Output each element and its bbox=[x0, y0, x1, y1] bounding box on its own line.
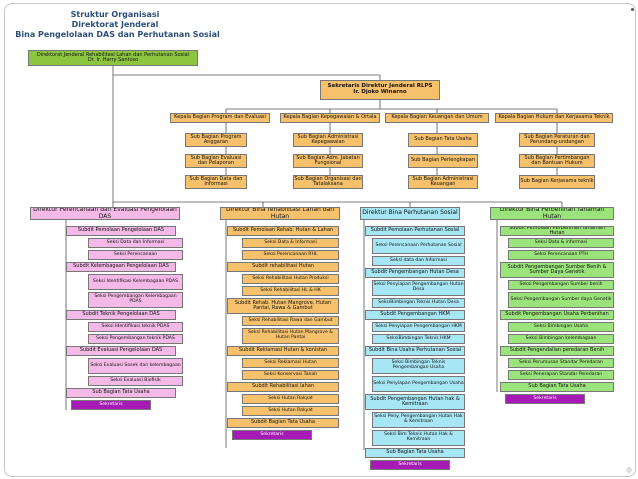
seksi-box: Seksi Evaluasi Biofisik bbox=[88, 376, 183, 386]
seksi-box: Seksi Konservasi Tanah bbox=[242, 370, 339, 380]
seksi-box: Seksi Rehabilitasi Hutan Produksi bbox=[242, 274, 339, 284]
directorate-head-perbenihan: Direktur Bina Perbenihan Tanaman Hutan bbox=[490, 207, 614, 220]
bureau-sub: Sub Bagian Administrasi Keuangan bbox=[408, 175, 478, 189]
subdit-box: Subdit Bagian Tata Usaha bbox=[227, 418, 339, 428]
directorate-head-perhutanan: Direktur Bina Perhutanan Sosial bbox=[360, 207, 460, 220]
subdit-box: Subdit Pengembangan Hutan hak & Kemitraa… bbox=[365, 394, 465, 410]
seksi-box: Seksi Hutan Rakyat bbox=[242, 406, 339, 416]
sekretaris-box: Sekretaris bbox=[232, 430, 312, 440]
subdit-box: Subdit Pemolaan Pengelolaan DAS bbox=[66, 226, 176, 236]
secretary-title: Sekretaris Direktur Jenderal RLPS bbox=[327, 83, 433, 90]
seksi-box: Seksi Identifikasi teknik PDAS bbox=[88, 322, 183, 332]
seksi-box: Seksi Perencanaan Perhutanan Sosial bbox=[372, 238, 465, 254]
subdit-box: Subdit Kelembagaan Pengelolaan DAS bbox=[66, 262, 176, 272]
seksi-box: Seksi data dan Informasi bbox=[372, 256, 465, 266]
seksi-box: Seksi Bim Teknis Hutan Hak & Kemitraan bbox=[372, 430, 465, 446]
bureau-sub: Sub Bagian Administrasi Kepegawaian bbox=[293, 133, 363, 147]
subdit-box: Subdit Pengembangan HKM bbox=[365, 310, 465, 320]
directorate-head-rehabilitasi: Direktur Bina rehabilitasi Lahan dan Hut… bbox=[220, 207, 340, 220]
seksi-box: Seksi Pengembangan Sumber daya Genetik bbox=[508, 292, 614, 308]
bureau-sub: Sub Bagian Data dan Informasi bbox=[185, 175, 247, 189]
seksi-box: Seksi Hutan Rakyat bbox=[242, 394, 339, 404]
seksi-box: Seksi Penyiapan Pengembangan Usaha bbox=[372, 376, 465, 392]
seksi-box: Seksi Bimbingan Usaha bbox=[508, 322, 614, 332]
bureau-sub: Sub Bagian Evaluasi dan Pelaporan bbox=[185, 154, 247, 168]
title-line-1: Struktur Organisasi bbox=[70, 10, 160, 19]
title-line-2: Direktorat Jenderal bbox=[71, 20, 159, 29]
subdit-box: Subdit Pengembangan Hutan Desa bbox=[365, 268, 465, 278]
director-general-title: Direktorat Jenderal Rehabilitasi Lahan d… bbox=[36, 51, 190, 58]
bureau-sub: Sub Bagian Kerjasama teknik bbox=[519, 175, 595, 189]
seksi-box: Seksi Reklamasi Hutan bbox=[242, 358, 339, 368]
subdit-box: Subdit Pengendalian peredaran Benih bbox=[500, 346, 614, 356]
director-general-name: Dr. Ir. Harry Santoso bbox=[87, 57, 139, 63]
seksi-box: SeksiBimbingan Teknis HKM bbox=[372, 334, 465, 344]
subdit-box: Subdit Pemolaan Rehab. Hutan & Lahan bbox=[227, 226, 339, 236]
seksi-box: Seksi Perencanaan bbox=[88, 250, 183, 260]
subdit-box: Subdit Teknik Pengelolaan DAS bbox=[66, 310, 176, 320]
subdit-box: Subdit Pengembangan Usaha Perbenihan bbox=[500, 310, 614, 320]
seksi-box: Seksi Penerapan Standar Peredaran bbox=[508, 370, 614, 380]
seksi-box: Seksi Data & Informasi bbox=[242, 238, 339, 248]
secretary-box: Sekretaris Direktur Jenderal RLPS Ir. Dj… bbox=[320, 80, 440, 100]
directorate-head-perencanaan: Direktur Perencanaan dan Evaluasi Pengel… bbox=[30, 207, 180, 220]
bureau-head: Kepala Bagian Kepegawaian & Ortala bbox=[280, 113, 380, 123]
seksi-box: Seksi Pengembangan Kelembagaan PDAS bbox=[88, 292, 183, 308]
title-line-3: Bina Pengelolaan DAS dan Perhutanan Sosi… bbox=[15, 30, 220, 39]
bureau-sub: Sub Bagian Adm. Jabatan Fungsional bbox=[293, 154, 363, 168]
subdit-box: Subdit Bina Usaha Perhutanan Sosial bbox=[365, 346, 465, 356]
bureau-sub: Sub Bagian Tata Usaha bbox=[408, 133, 478, 147]
bureau-sub: Sub Bagian Perlengkapan bbox=[408, 154, 478, 168]
subdit-box: Sub Bagian Tata Usaha bbox=[365, 448, 465, 458]
subdit-box: Subdit Pemolaan Perbenihan tanaman Hutan bbox=[500, 226, 614, 236]
seksi-box: Seksi Peny. Pengembangan Hutan Hak & Kem… bbox=[372, 412, 465, 428]
seksi-box: Seksi Perumusan Standar Peredaran bbox=[508, 358, 614, 368]
bureau-sub: Sub Bagian Organisasi dan Tatalaksana bbox=[293, 175, 363, 189]
seksi-box: Seksi Pengembangan teknik PDAS bbox=[88, 334, 183, 344]
subdit-box: Sub Bagian Tata Usaha bbox=[66, 388, 176, 398]
seksi-box: Seksi Bimbingan kelembagaan bbox=[508, 334, 614, 344]
seksi-box: Seksi Rehabilitasi Hutan Mangrove & Huta… bbox=[242, 328, 339, 344]
seksi-box: Seksi Perencanaan RHL bbox=[242, 250, 339, 260]
sekretaris-box: Sekretaris bbox=[505, 394, 585, 404]
subdit-box: Sub Bagian Tata Usaha bbox=[500, 382, 614, 392]
subdit-box: Subdit Rehabilitasi lahan bbox=[227, 382, 339, 392]
seksi-box: Seksi Pengembangan Sumber benih bbox=[508, 280, 614, 290]
seksi-box: SeksiBimbingan Teknis Hutan Desa bbox=[372, 298, 465, 308]
seksi-box: Seksi Rehabilitasi HL & HK bbox=[242, 286, 339, 296]
director-general-box: Direktorat Jenderal Rehabilitasi Lahan d… bbox=[28, 50, 198, 66]
seksi-box: Seksi Perencanaan PTH bbox=[508, 250, 614, 260]
slide-indicator bbox=[626, 467, 632, 473]
subdit-box: Subdit Reklamasi Hutan & konistan bbox=[227, 346, 339, 356]
bureau-head: Kepala Bagian Keuangan dan Umum bbox=[385, 113, 489, 123]
subdit-box: Subdit Pemolaan Perhutanan Sosial bbox=[365, 226, 465, 236]
subdit-box: Subdit rehabilitasi Hutan bbox=[227, 262, 339, 272]
seksi-box: Seksi Penyiapan Pengembangan Hutan Desa bbox=[372, 280, 465, 296]
seksi-box: Seksi Data & informasi bbox=[508, 238, 614, 248]
subdit-box: Subdit Rehab. Hutan Mangrove, Hutan Pant… bbox=[227, 298, 339, 314]
bureau-head: Kepala Bagian Hukum dan Kerjasama Teknik bbox=[495, 113, 613, 123]
seksi-box: Seksi Data dan Informasi bbox=[88, 238, 183, 248]
bureau-sub: Sub Bagian Pertimbangan dan Bantuan Huku… bbox=[519, 154, 595, 168]
bureau-sub: Sub Bagian Peraturan dan Perundang-undan… bbox=[519, 133, 595, 147]
bureau-head: Kepala Bagian Program dan Evaluasi bbox=[170, 113, 270, 123]
seksi-box: Seksi Identifikasi Kelembagaan PDAS bbox=[88, 274, 183, 290]
bureau-sub: Sub Bagian Program Anggaran bbox=[185, 133, 247, 147]
secretary-name: Ir. Djoko Winarno bbox=[353, 89, 407, 95]
seksi-box: Seksi Penyiapan Pengembangan HKM bbox=[372, 322, 465, 332]
seksi-box: Seksi Evaluasi Sosek dan kelembagaan bbox=[88, 358, 183, 374]
menu-dot-icon bbox=[631, 8, 634, 11]
sekretaris-box: Sekretaris bbox=[370, 460, 450, 470]
subdit-box: Subdit Pengembangan Sumber Benih & Sumbe… bbox=[500, 262, 614, 278]
sekretaris-box: Sekretaris bbox=[71, 400, 151, 410]
subdit-box: Subdit Evaluasi Pengelolaan DAS bbox=[66, 346, 176, 356]
seksi-box: Seksi Bimbingan Teknis Pengembangan Usah… bbox=[372, 358, 465, 374]
seksi-box: Seksi Rehabilitasi Rawa dan Gambut bbox=[242, 316, 339, 326]
